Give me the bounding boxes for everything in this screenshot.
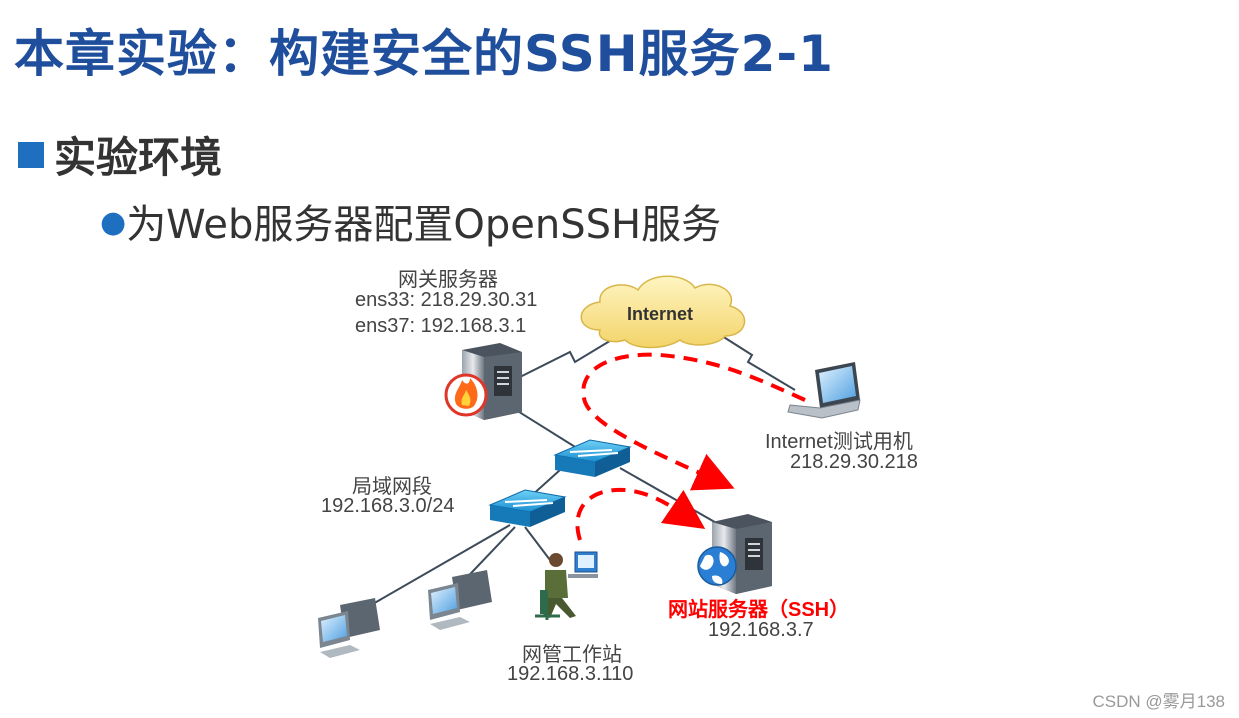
lan-subnet: 192.168.3.0/24: [321, 495, 455, 517]
internet-cloud-icon: [580, 275, 746, 349]
web-server-ip: 192.168.3.7: [708, 619, 814, 641]
switch-core-icon: [553, 439, 632, 477]
square-bullet-icon: [18, 141, 44, 168]
dashed-path-internet-to-server: [581, 352, 806, 491]
pc-icon: [318, 598, 380, 658]
gateway-if2: ens37: 192.168.3.1: [355, 315, 527, 337]
dot-bullet-icon: ●: [100, 205, 127, 240]
link-gateway-internet: [517, 329, 629, 379]
admin-workstation-icon: [535, 551, 598, 620]
lan-name: 局域网段: [352, 476, 432, 498]
internet-host-ip: 218.29.30.218: [790, 451, 918, 473]
gateway-name: 网关服务器: [398, 269, 498, 291]
web-server-name: 网站服务器（SSH）: [668, 599, 850, 621]
internet-host-name: Internet测试用机: [765, 431, 913, 453]
link-internet-laptop: [699, 321, 796, 391]
firewall-flame-icon: [444, 373, 488, 417]
workstation-name: 网管工作站: [522, 644, 622, 666]
laptop-icon: [787, 362, 861, 419]
page-title: 本章实验：构建安全的SSH服务2-1: [14, 25, 834, 83]
globe-icon: [697, 546, 737, 586]
workstation-ip: 192.168.3.110: [507, 663, 634, 685]
switch-lan-icon: [488, 489, 567, 527]
watermark: CSDN @雾月138: [1092, 692, 1225, 711]
section-heading: 实验环境: [18, 124, 222, 185]
pc-icon: [428, 570, 492, 630]
dashed-path-workstation-to-server: [575, 487, 706, 541]
gateway-if1: ens33: 218.29.30.31: [355, 289, 538, 311]
section-heading-text: 实验环境: [54, 133, 223, 182]
link-switch-workstation: [524, 526, 551, 561]
sub-bullet: ●为Web服务器配置OpenSSH服务: [100, 192, 721, 250]
sub-bullet-text: 为Web服务器配置OpenSSH服务: [126, 202, 722, 248]
internet-cloud-label: Internet: [627, 304, 693, 324]
